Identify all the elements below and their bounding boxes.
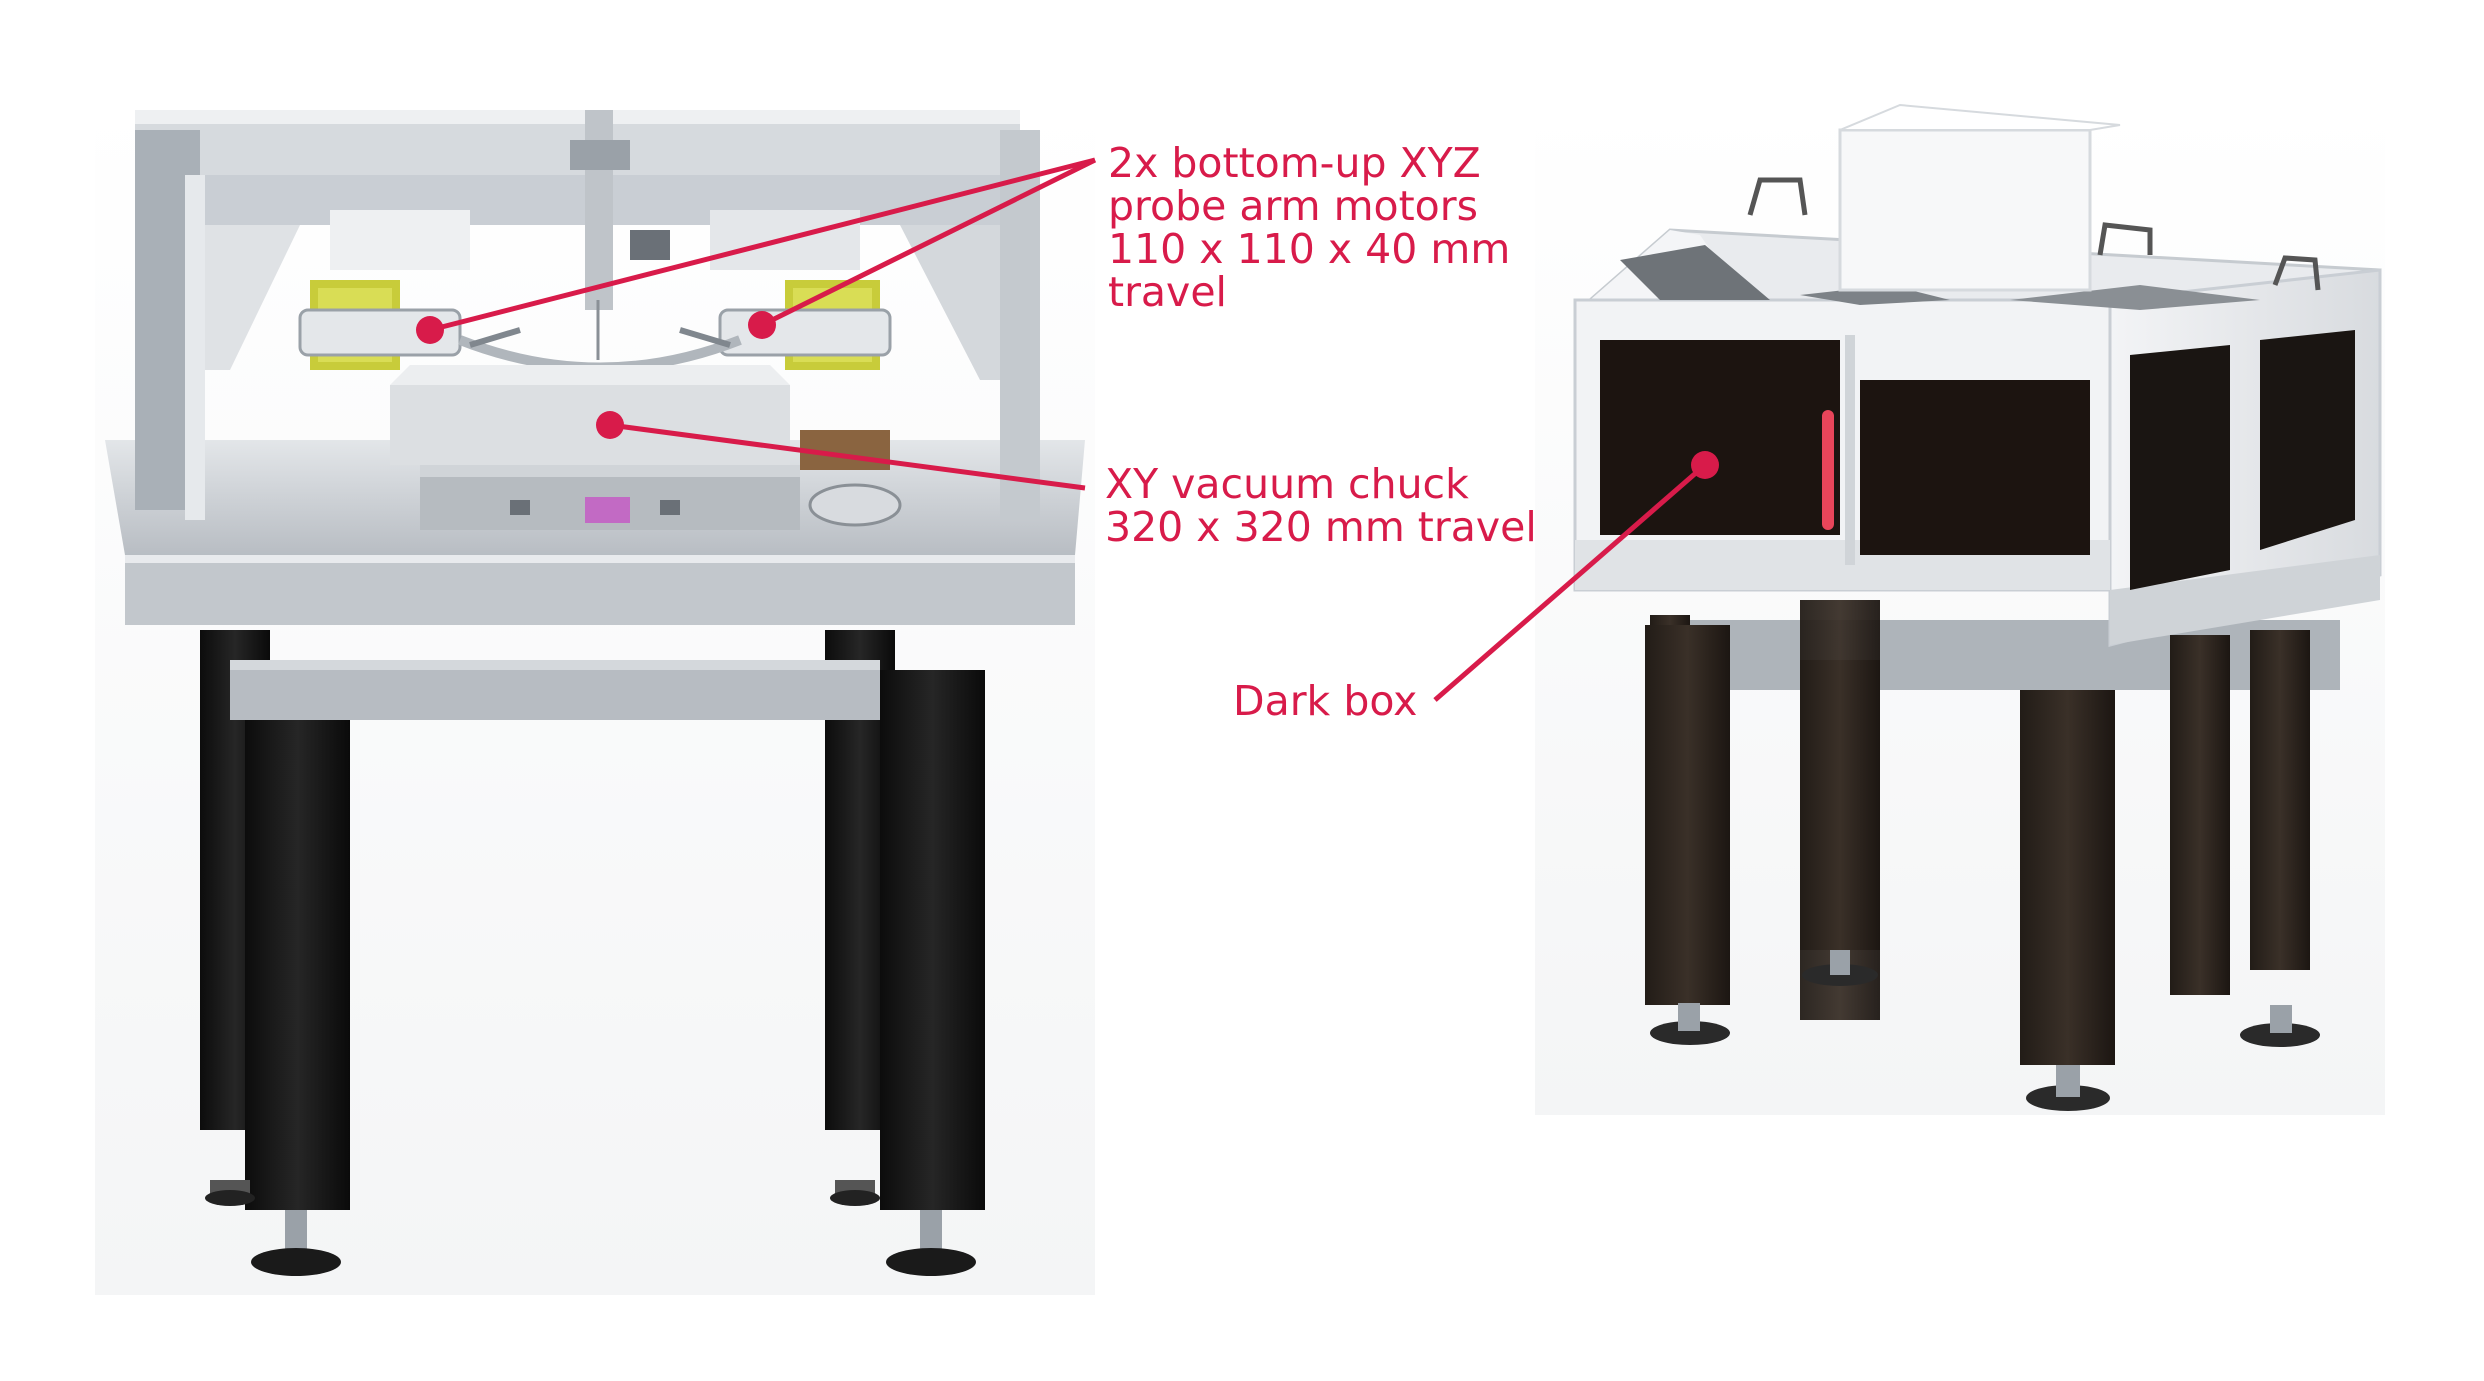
right-door-window — [1860, 380, 2090, 555]
right-table-legs — [1645, 600, 2340, 1111]
left-enclosure-frame — [135, 110, 1040, 520]
callout-probe-motors-line-4: travel — [1108, 268, 1227, 316]
callout-probe-motors: 2x bottom-up XYZ probe arm motors 110 x … — [1108, 142, 1510, 314]
callout-dark-box: Dark box — [1233, 680, 1417, 723]
callout-line-motor-left — [429, 157, 1096, 333]
left-door-window — [1600, 340, 1840, 535]
probe-station-render — [95, 100, 1095, 1295]
left-table-legs — [200, 630, 985, 1276]
callout-line-dark-box — [1433, 463, 1707, 702]
callout-vacuum-chuck: XY vacuum chuck 320 x 320 mm travel — [1105, 463, 1537, 549]
callout-vacuum-chuck-line-2: 320 x 320 mm travel — [1105, 503, 1537, 551]
top-module — [1838, 128, 2092, 292]
callout-dot-motor-left — [416, 316, 444, 344]
callout-dot-motor-right — [748, 311, 776, 339]
door-handle — [1822, 410, 1834, 530]
callout-probe-motors-line-2: probe arm motors — [1108, 182, 1478, 230]
callout-probe-motors-line-1: 2x bottom-up XYZ — [1108, 139, 1481, 187]
callout-vacuum-chuck-line-1: XY vacuum chuck — [1105, 460, 1469, 508]
dark-box-render — [1535, 103, 2385, 1115]
callout-probe-motors-line-3: 110 x 110 x 40 mm — [1108, 225, 1511, 273]
dark-box-enclosure — [1573, 103, 2382, 647]
callout-dot-dark-box — [1691, 451, 1719, 479]
callout-line-chuck — [609, 422, 1086, 491]
callout-line-motor-right — [760, 157, 1097, 328]
xy-vacuum-chuck — [390, 365, 902, 530]
callout-dot-chuck — [596, 411, 624, 439]
callout-connectors — [416, 157, 1719, 702]
callout-dark-box-line-1: Dark box — [1233, 677, 1418, 725]
